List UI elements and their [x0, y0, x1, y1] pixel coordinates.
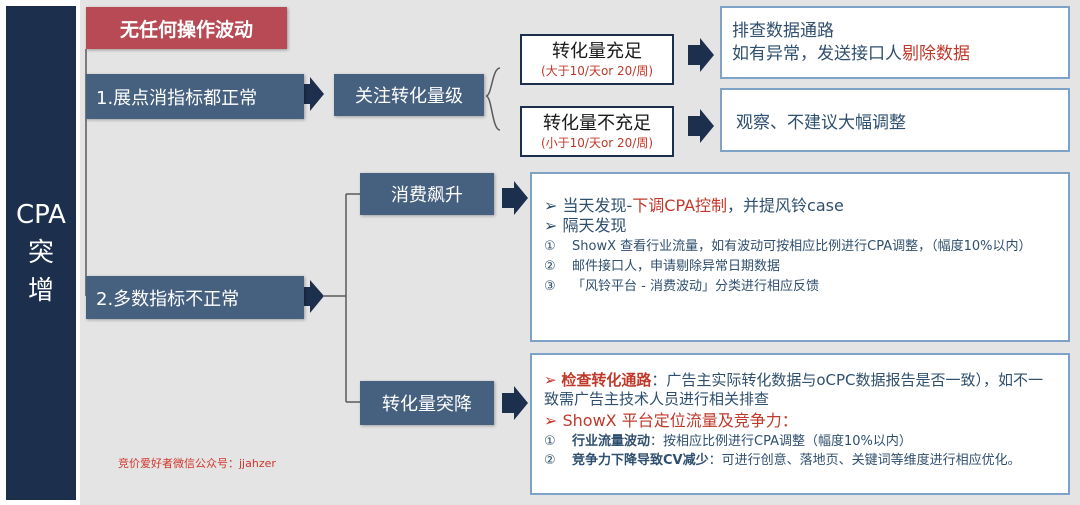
- spike-item-1-num: ①: [544, 239, 556, 254]
- cpa-side-label: CPA 突 增: [6, 6, 76, 500]
- arrow-insufficient: [688, 109, 714, 143]
- side-label-line-3: 增: [27, 276, 54, 306]
- sufficient-result-line1: 排查数据通路: [732, 21, 834, 41]
- spike-b2: 隔天发现: [562, 216, 627, 235]
- insufficient-result-box: 观察、不建议大幅调整: [720, 88, 1070, 152]
- drop-result-box: ➢ 检查转化通路：广告主实际转化数据与oCPC数据报告是否一致），如不一致需广告…: [530, 353, 1070, 495]
- focus-conversion-box: 关注转化量级: [334, 74, 484, 116]
- insufficient-sub: (小于10/天or 20/周): [540, 135, 654, 150]
- spike-item-1-text: ShowX 查看行业流量，如有波动可按相应比例进行CPA调整，（幅度10%以内）: [572, 239, 1032, 254]
- drop-item-2-num: ②: [544, 453, 556, 468]
- insufficient-box: 转化量不充足 (小于10/天or 20/周): [520, 106, 674, 157]
- drop-item-2: ② 竞争力下降导致CV减少：可进行创意、落地页、关键词等维度进行相应优化。: [544, 452, 1058, 469]
- spike-item-2: ② 邮件接口人，申请剔除异常日期数据: [544, 258, 1058, 275]
- spike-item-2-num: ②: [544, 259, 556, 274]
- drop-item-1-text: ：按相应比例进行CPA调整（幅度10%以内）: [650, 434, 912, 449]
- insufficient-title: 转化量不充足: [543, 112, 651, 134]
- spike-b1-highlight: 下调CPA控制: [632, 196, 728, 215]
- spike-bullet-1: ➢ 当天发现-下调CPA控制，并提风铃case: [544, 196, 844, 215]
- sufficient-title: 转化量充足: [552, 40, 642, 62]
- spike-bullet-2: ➢ 隔天发现: [544, 216, 627, 235]
- brace-focus: [485, 67, 501, 131]
- side-label-line-1: CPA: [16, 200, 66, 230]
- sufficient-sub: (大于10/天or 20/周): [540, 63, 654, 78]
- spike-item-3: ③ 「风铃平台 - 消费波动」分类进行相应反馈: [544, 278, 1058, 295]
- drop-item-2-text: ：可进行创意、落地页、关键词等维度进行相应优化。: [708, 453, 1021, 468]
- drop-b1-text: ：广告主实际转化数据与oCPC数据报告是否一致），如不一致需广告主技术人员进行相…: [544, 371, 1044, 408]
- arrow-sufficient: [688, 38, 714, 72]
- spike-item-3-text: 「风铃平台 - 消费波动」分类进行相应反馈: [572, 279, 819, 294]
- watermark-text: 竞价爱好者微信公众号：jjahzer: [118, 457, 276, 470]
- drop-item-1: ① 行业流量波动：按相应比例进行CPA调整（幅度10%以内）: [544, 433, 1058, 450]
- drop-bullet-1: ➢ 检查转化通路：广告主实际转化数据与oCPC数据报告是否一致），如不一致需广告…: [544, 371, 1044, 408]
- sufficient-result-highlight: 剔除数据: [902, 44, 970, 64]
- drop-bullet-2: ➢ ShowX 平台定位流量及竞争力：: [544, 411, 798, 430]
- conversion-drop-box: 转化量突降: [360, 381, 494, 425]
- sufficient-box: 转化量充足 (大于10/天or 20/周): [520, 34, 674, 85]
- drop-item-1-bold: 行业流量波动: [572, 434, 651, 449]
- case1-label: 1.展点消指标都正常: [86, 74, 304, 119]
- spike-item-3-num: ③: [544, 279, 556, 294]
- drop-b2: ShowX 平台定位流量及竞争力：: [562, 411, 798, 430]
- spike-result-box: ➢ 当天发现-下调CPA控制，并提风铃case ➢ 隔天发现 ① ShowX 查看…: [530, 172, 1070, 342]
- side-label-line-2: 突: [27, 238, 54, 268]
- arrow-spike: [502, 181, 528, 215]
- arrow-drop: [502, 386, 528, 420]
- case2-label: 2.多数指标不正常: [86, 276, 304, 319]
- spike-item-2-text: 邮件接口人，申请剔除异常日期数据: [572, 259, 781, 274]
- spend-spike-box: 消费飙升: [360, 173, 494, 215]
- spike-item-1: ① ShowX 查看行业流量，如有波动可按相应比例进行CPA调整，（幅度10%以内…: [544, 238, 1058, 255]
- sufficient-result-line2: 如有异常，发送接口人剔除数据: [732, 43, 1058, 66]
- drop-item-1-num: ①: [544, 434, 556, 449]
- drop-b1-highlight: 检查转化通路: [561, 371, 652, 389]
- sufficient-result-text: 如有异常，发送接口人: [732, 44, 902, 64]
- drop-item-2-bold: 竞争力下降导致CV减少: [572, 453, 709, 468]
- no-operation-tab: 无任何操作波动: [86, 7, 287, 49]
- sufficient-result-box: 排查数据通路 如有异常，发送接口人剔除数据: [720, 6, 1070, 79]
- spike-b1-a: 当天发现-: [562, 196, 633, 215]
- spike-b1-c: ，并提风铃case: [727, 196, 844, 215]
